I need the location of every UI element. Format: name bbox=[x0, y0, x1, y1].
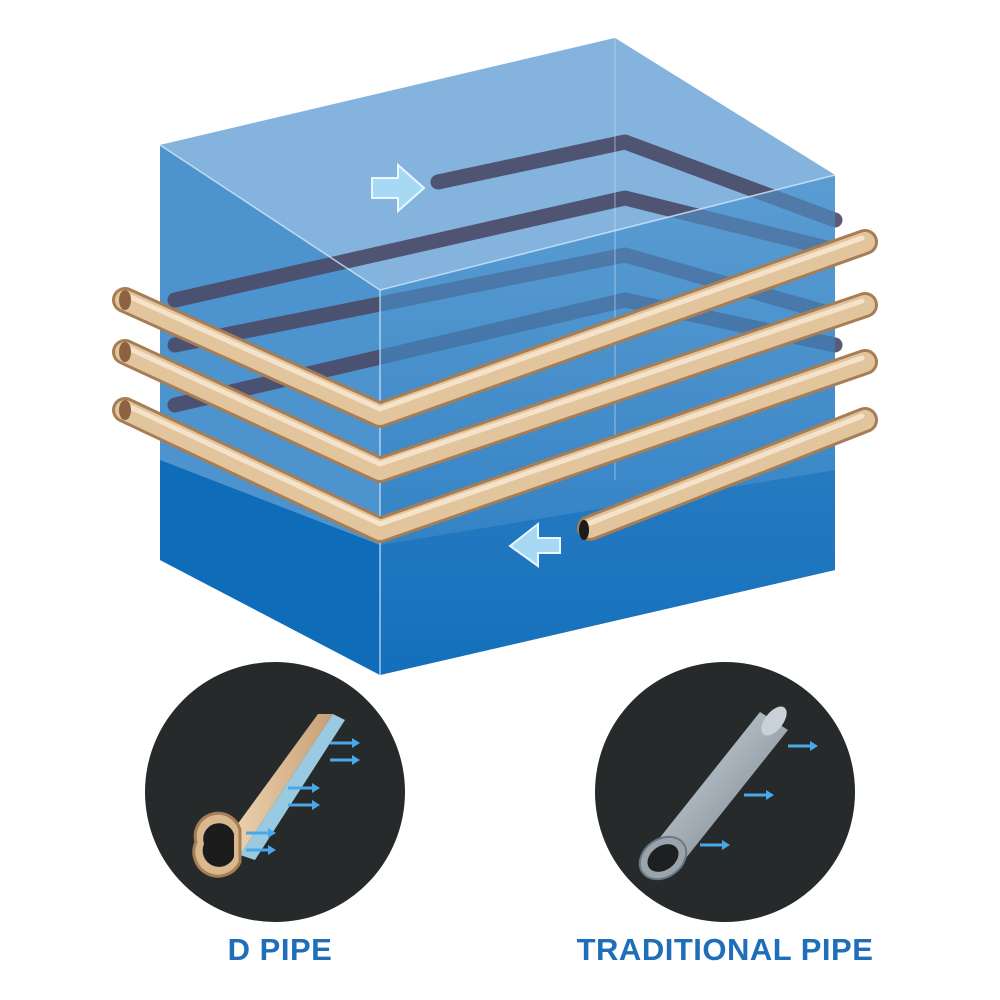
copper-coil bbox=[112, 229, 878, 543]
d-pipe-illustration bbox=[145, 662, 405, 922]
traditional-pipe-label: TRADITIONAL PIPE bbox=[576, 932, 874, 967]
traditional-pipe-illustration bbox=[595, 662, 855, 922]
heat-transfer-arrow-icon bbox=[246, 738, 360, 855]
flow-out-arrow-icon bbox=[508, 521, 561, 568]
d-pipe-label: D PIPE bbox=[227, 932, 333, 967]
heat-transfer-arrow-icon bbox=[700, 741, 818, 850]
flow-in-arrow-icon bbox=[371, 162, 426, 214]
